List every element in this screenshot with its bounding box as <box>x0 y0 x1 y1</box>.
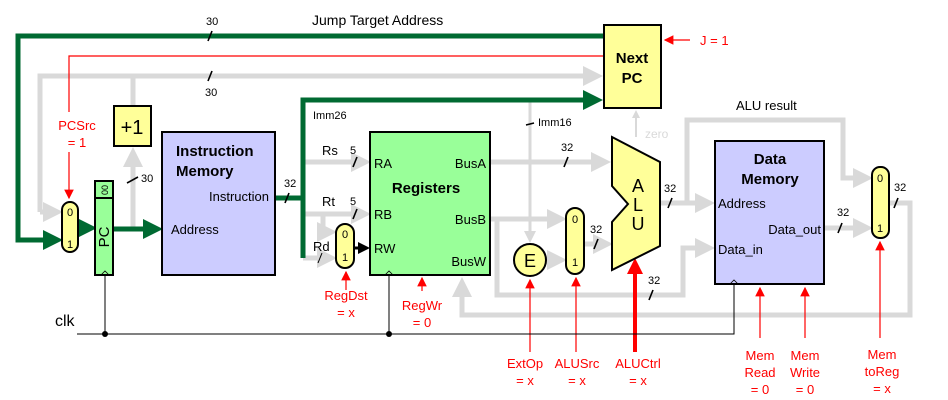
bus-width: 30 <box>206 16 218 28</box>
next-pc-title: Next <box>616 50 649 67</box>
bus-width: 32 <box>648 275 660 287</box>
memwrite-control: Write <box>790 365 820 380</box>
bus-width-marks <box>126 30 899 301</box>
extender-label: E <box>524 251 536 271</box>
bus-width: 32 <box>590 224 602 236</box>
memtoreg-mux: 0 1 <box>871 166 890 239</box>
aluctrl-control: ALUCtrl <box>615 356 661 371</box>
pc-low-bits: 00 <box>100 185 110 195</box>
aluctrl-value: = x <box>629 373 647 388</box>
regwr-control: RegWr <box>402 298 443 313</box>
control-labels: J = 1 PCSrc = 1 RegDst = x RegWr = 0 Ext… <box>58 33 899 397</box>
bus-width: 32 <box>894 182 906 194</box>
memread-value: = 0 <box>751 382 769 397</box>
incrementer-label: +1 <box>121 117 144 139</box>
pcsrc-value: = 1 <box>68 135 86 150</box>
jump-target-label: Jump Target Address <box>312 12 443 28</box>
sign-extender: E <box>513 243 547 277</box>
imm16-label: Imm16 <box>538 117 572 129</box>
bus-width: 32 <box>284 178 296 190</box>
data-memory-title: Memory <box>741 171 799 188</box>
rs-field: Rs <box>322 143 338 158</box>
bus-width: 32 <box>837 207 849 219</box>
memtoreg-control: toReg <box>865 364 900 379</box>
memread-control: Mem <box>746 348 775 363</box>
control-wires <box>64 35 885 352</box>
alu-label: U <box>632 214 645 234</box>
clk-label: clk <box>55 313 76 330</box>
busw-port: BusW <box>451 254 486 269</box>
active-wires <box>15 33 604 258</box>
rb-port: RB <box>374 207 392 222</box>
bus-width: 32 <box>664 183 676 195</box>
j-control: J = 1 <box>700 33 729 48</box>
mux-input-0: 0 <box>877 173 883 185</box>
instruction-port: Instruction <box>209 189 269 204</box>
mux-input-1: 1 <box>67 239 73 251</box>
data-memory-title: Data <box>754 151 787 168</box>
memwrite-control: Mem <box>791 348 820 363</box>
register-file: Registers RA RB RW BusA BusB BusW <box>369 131 491 276</box>
mux-input-1: 1 <box>342 252 348 264</box>
extop-value: = x <box>516 373 534 388</box>
imm26-label: Imm26 <box>313 110 347 122</box>
busb-port: BusB <box>455 212 486 227</box>
alu-label: L <box>633 195 643 215</box>
alusrc-control: ALUSrc <box>555 356 600 371</box>
mux-input-0: 0 <box>572 214 578 226</box>
alu: A L U <box>611 135 661 272</box>
instruction-memory-title: Instruction <box>176 143 254 160</box>
rt-field: Rt <box>322 194 335 209</box>
pc-mux: 0 1 <box>61 201 79 253</box>
registers-title: Registers <box>392 180 460 197</box>
regdst-mux: 0 1 <box>335 223 355 269</box>
rw-port: RW <box>374 241 396 256</box>
alusrc-value: = x <box>568 373 586 388</box>
instruction-memory: Instruction Memory Instruction Address <box>161 131 276 276</box>
clock-wire <box>77 275 735 337</box>
regdst-value: = x <box>337 305 355 320</box>
rd-field: Rd <box>313 239 330 254</box>
memtoreg-control: Mem <box>868 347 897 362</box>
pc-label: PC <box>96 226 113 247</box>
mux-input-1: 1 <box>877 223 883 235</box>
signal-labels: Jump Target Address Imm26 Imm16 zero ALU… <box>55 12 797 330</box>
regwr-value: = 0 <box>413 315 431 330</box>
mux-input-0: 0 <box>67 207 73 219</box>
bus-width: 5 <box>350 196 356 208</box>
alu-result-label: ALU result <box>736 98 797 113</box>
alusrc-mux: 0 1 <box>565 207 585 275</box>
incrementer-block: +1 <box>113 105 152 147</box>
bus-width-labels: 30 30 30 32 5 5 32 32 32 32 32 32 <box>141 16 906 287</box>
pcsrc-control: PCSrc <box>58 118 96 133</box>
bus-width: 5 <box>350 145 356 157</box>
alu-label: A <box>632 176 644 196</box>
memtoreg-value: = x <box>873 381 891 396</box>
next-pc-block: Next PC <box>603 24 662 109</box>
pc-register: 00 PC <box>94 180 114 276</box>
data-out-port: Data_out <box>768 222 821 237</box>
next-pc-title: PC <box>622 70 643 87</box>
bus-width: 30 <box>205 87 217 99</box>
mux-input-1: 1 <box>572 257 578 269</box>
address-port: Address <box>171 222 219 237</box>
extop-control: ExtOp <box>507 356 543 371</box>
regdst-control: RegDst <box>324 288 368 303</box>
bus-width: 32 <box>561 142 573 154</box>
zero-label: zero <box>645 127 669 141</box>
ra-port: RA <box>374 156 392 171</box>
address-port: Address <box>718 196 766 211</box>
data-in-port: Data_in <box>718 242 763 257</box>
data-memory: Data Memory Address Data_out Data_in <box>714 140 825 285</box>
instruction-memory-title: Memory <box>176 163 234 180</box>
memread-control: Read <box>744 365 775 380</box>
bus-width: 30 <box>141 173 153 185</box>
mux-input-0: 0 <box>342 229 348 241</box>
memwrite-value: = 0 <box>796 382 814 397</box>
busa-port: BusA <box>455 156 486 171</box>
